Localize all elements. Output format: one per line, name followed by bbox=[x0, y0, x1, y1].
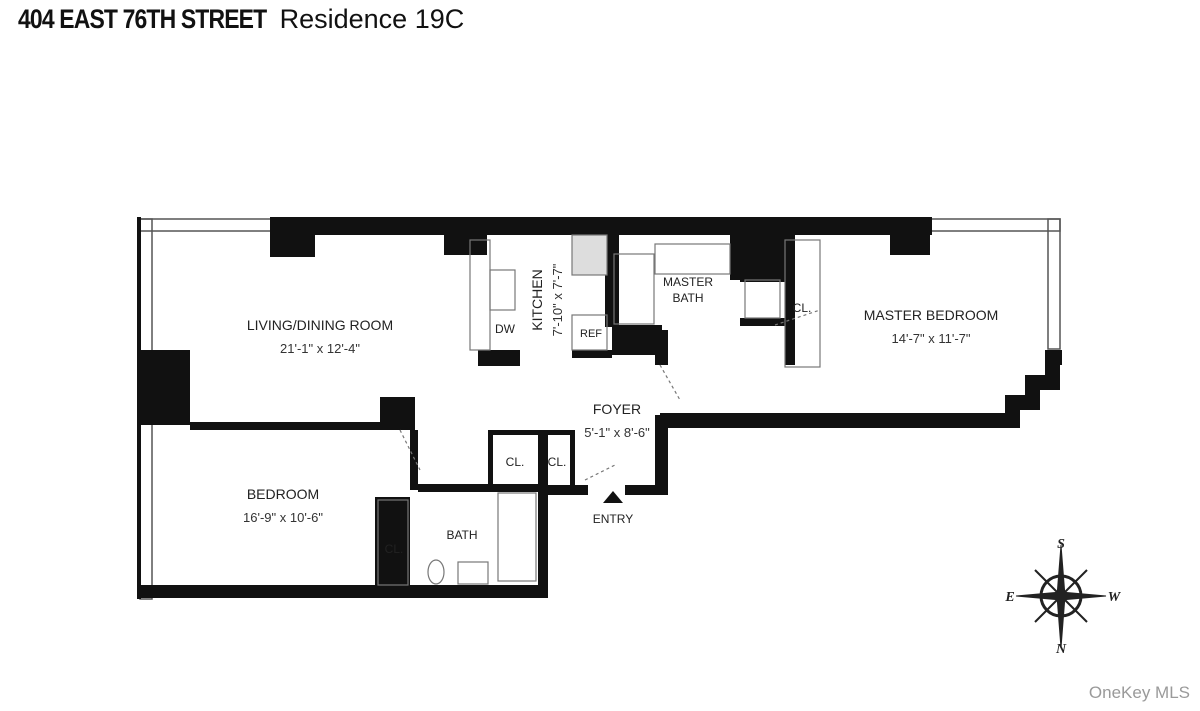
master-bath-label-2: BATH bbox=[672, 291, 703, 305]
bedroom-dims: 16'-9" x 10'-6" bbox=[243, 510, 323, 525]
plan-title: 404 EAST 76TH STREET Residence 19C bbox=[18, 4, 464, 35]
compass-south: S bbox=[1057, 537, 1065, 552]
refrigerator-label: REF bbox=[580, 328, 602, 340]
bedroom-label: BEDROOM bbox=[247, 486, 319, 502]
residence-number: Residence 19C bbox=[279, 4, 465, 34]
kitchen-label: KITCHEN bbox=[529, 269, 545, 330]
foyer-label: FOYER bbox=[593, 401, 641, 417]
bath-label: BATH bbox=[446, 528, 477, 542]
closet-label: CL. bbox=[793, 301, 812, 315]
master-bath-label-1: MASTER bbox=[663, 275, 713, 289]
entry-arrow-icon bbox=[603, 491, 623, 503]
compass-rose-icon: S E W N bbox=[1004, 537, 1121, 657]
living-room-dims: 21'-1" x 12'-4" bbox=[280, 341, 360, 356]
kitchen-dims: 7'-10" x 7'-7" bbox=[550, 263, 565, 336]
closet-label: CL. bbox=[506, 455, 525, 469]
compass-east: E bbox=[1004, 590, 1014, 605]
master-bedroom-dims: 14'-7" x 11'-7" bbox=[892, 331, 971, 346]
compass-west: W bbox=[1108, 590, 1122, 605]
living-room-label: LIVING/DINING ROOM bbox=[247, 317, 393, 333]
foyer-dims: 5'-1" x 8'-6" bbox=[584, 425, 650, 440]
dishwasher-label: DW bbox=[495, 322, 516, 336]
address: 404 EAST 76TH STREET bbox=[18, 4, 267, 34]
fixtures bbox=[377, 234, 821, 586]
closet-label: CL. bbox=[548, 455, 567, 469]
closet-label: CL. bbox=[385, 542, 404, 556]
watermark: OneKey MLS bbox=[1088, 683, 1190, 702]
entry-label: ENTRY bbox=[593, 512, 633, 526]
master-bedroom-label: MASTER BEDROOM bbox=[864, 307, 999, 323]
compass-north: N bbox=[1055, 642, 1067, 657]
walls bbox=[137, 217, 1062, 600]
